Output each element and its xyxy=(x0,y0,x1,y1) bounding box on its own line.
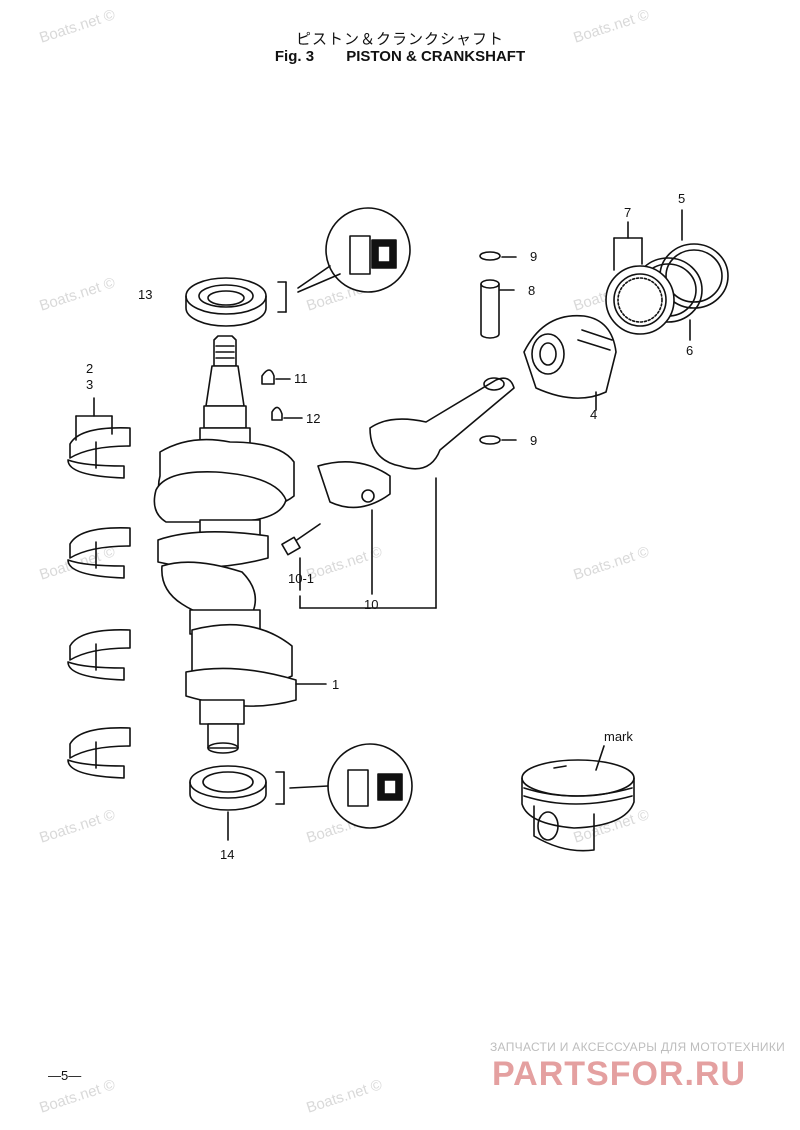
brand-tagline: ЗАПЧАСТИ И АКСЕССУАРЫ ДЛЯ МОТОТЕХНИКИ xyxy=(490,1040,786,1054)
piston-ring-7 xyxy=(605,221,675,335)
callout-8: 8 xyxy=(528,283,536,298)
brand-logo: PARTSFOR.RU xyxy=(492,1055,747,1093)
callout-5: 5 xyxy=(678,191,686,206)
callout-2: 2 xyxy=(86,361,94,376)
page-title-japanese: ピストン＆クランクシャフト xyxy=(295,30,504,48)
piston-mark-view xyxy=(521,745,635,852)
callout-4: 4 xyxy=(590,407,598,422)
callout-12: 12 xyxy=(306,411,321,426)
page-title: Fig. 3 PISTON & CRANKSHAFT xyxy=(0,48,800,65)
main-bearing-set-4 xyxy=(67,727,131,779)
woodruff-key-11 xyxy=(261,369,291,385)
callout-10: 10 xyxy=(364,597,379,612)
callout-13: 13 xyxy=(138,287,153,302)
callout-11: 11 xyxy=(294,371,308,386)
callout-10-1: 10-1 xyxy=(288,571,315,586)
callout-9-top: 9 xyxy=(530,249,538,264)
oil-seal-14 xyxy=(189,765,285,841)
figure-title: PISTON & CRANKSHAFT xyxy=(346,48,526,65)
piston-pin-clip-top xyxy=(479,251,517,261)
crankshaft xyxy=(153,335,297,754)
callout-1: 1 xyxy=(332,677,340,692)
piston-pin xyxy=(480,279,515,339)
main-bearing-set-2 xyxy=(67,527,131,579)
callout-mark: mark xyxy=(604,729,633,744)
main-bearing-set-1 xyxy=(67,427,131,479)
piston-pin-clip-bottom xyxy=(479,435,517,445)
figure-label: Fig. 3 xyxy=(274,48,315,65)
woodruff-key-12 xyxy=(271,406,303,421)
callout-7: 7 xyxy=(624,205,632,220)
callout-3: 3 xyxy=(86,377,94,392)
callout-9-bottom: 9 xyxy=(530,433,538,448)
connecting-rod xyxy=(281,377,515,609)
piston xyxy=(523,314,617,411)
oil-seal-13 xyxy=(185,277,287,327)
page-number: —5— xyxy=(48,1068,82,1083)
oil-seal-detail-bottom xyxy=(289,743,413,829)
oil-seal-detail-top xyxy=(297,207,411,293)
main-bearing-set-3 xyxy=(67,629,131,681)
callout-14: 14 xyxy=(220,847,235,862)
callout-6: 6 xyxy=(686,343,694,358)
